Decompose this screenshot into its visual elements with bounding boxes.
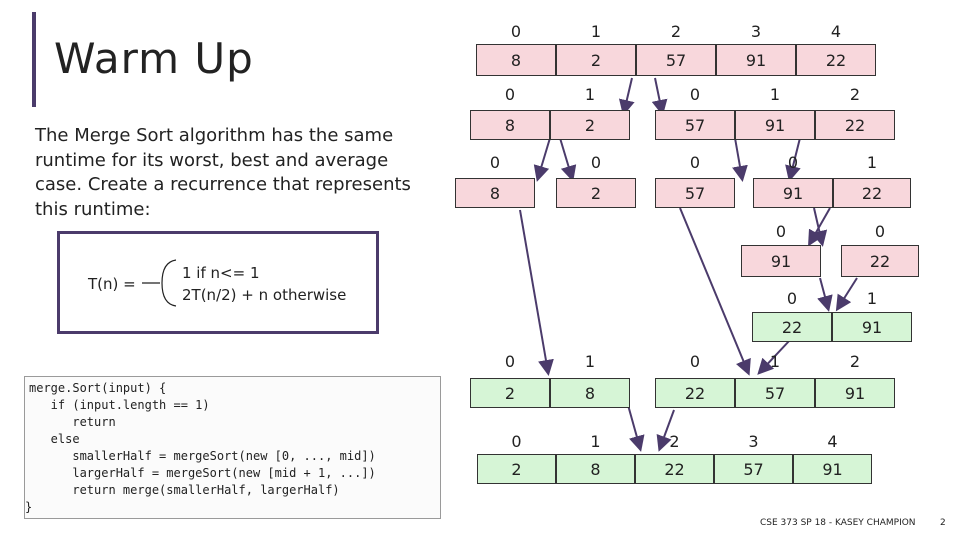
array-cell-final: 91 bbox=[793, 454, 872, 484]
title-accent-bar bbox=[32, 12, 36, 107]
array-cell-merge2_left: 2 bbox=[470, 378, 550, 408]
code-line: largerHalf = mergeSort(new [mid + 1, ...… bbox=[29, 466, 376, 480]
array-index-split3_b: 0 bbox=[874, 222, 886, 241]
array-index-split1_right: 2 bbox=[849, 85, 861, 104]
array-index-initial: 2 bbox=[670, 22, 682, 41]
array-index-split2_d: 0 bbox=[787, 153, 799, 172]
array-cell-split1_right: 91 bbox=[735, 110, 815, 140]
array-index-initial: 4 bbox=[830, 22, 842, 41]
code-line: } bbox=[25, 500, 33, 514]
array-cell-merge2_right: 91 bbox=[815, 378, 895, 408]
footer-credit: CSE 373 SP 18 - KASEY CHAMPION bbox=[760, 518, 916, 528]
problem-description: The Merge Sort algorithm has the same ru… bbox=[35, 125, 411, 220]
recurrence-recursive-case: 2T(n/2) + n otherwise bbox=[182, 286, 347, 304]
array-index-merge2_left: 0 bbox=[504, 352, 516, 371]
array-index-merge1: 0 bbox=[786, 289, 798, 308]
array-index-final: 2 bbox=[669, 432, 680, 451]
code-line: merge.Sort(input) { bbox=[29, 381, 167, 395]
array-cell-merge1: 22 bbox=[752, 312, 832, 342]
array-cell-merge2_right: 22 bbox=[655, 378, 735, 408]
page-number: 2 bbox=[940, 518, 946, 528]
array-index-split2_c: 0 bbox=[689, 153, 701, 172]
array-cell-initial: 22 bbox=[796, 44, 876, 76]
array-cell-split3_b: 22 bbox=[841, 245, 919, 277]
array-cell-split2_a: 8 bbox=[455, 178, 535, 208]
array-cell-split1_right: 22 bbox=[815, 110, 895, 140]
array-index-merge1: 1 bbox=[866, 289, 878, 308]
code-line: else bbox=[29, 432, 80, 446]
array-cell-merge2_right: 57 bbox=[735, 378, 815, 408]
array-index-final: 0 bbox=[511, 432, 522, 451]
array-cell-split2_b: 2 bbox=[556, 178, 636, 208]
array-cell-split1_left: 2 bbox=[550, 110, 630, 140]
array-index-split3_a: 0 bbox=[775, 222, 787, 241]
array-index-split2_a: 0 bbox=[489, 153, 501, 172]
array-index-split1_left: 1 bbox=[584, 85, 596, 104]
code-line: return bbox=[29, 415, 116, 429]
code-block: merge.Sort(input) { if (input.length == … bbox=[24, 376, 441, 519]
array-cell-split2_d: 91 bbox=[753, 178, 833, 208]
array-cell-split2_e: 22 bbox=[833, 178, 911, 208]
array-index-split1_right: 0 bbox=[689, 85, 701, 104]
array-cell-split3_a: 91 bbox=[741, 245, 821, 277]
array-cell-split1_right: 57 bbox=[655, 110, 735, 140]
array-index-initial: 1 bbox=[590, 22, 602, 41]
array-index-split1_left: 0 bbox=[504, 85, 516, 104]
array-cell-initial: 57 bbox=[636, 44, 716, 76]
array-index-initial: 0 bbox=[510, 22, 522, 41]
array-index-split2_b: 0 bbox=[590, 153, 602, 172]
array-cell-initial: 2 bbox=[556, 44, 636, 76]
array-cell-final: 57 bbox=[714, 454, 793, 484]
array-cell-split2_c: 57 bbox=[655, 178, 735, 208]
code-line: smallerHalf = mergeSort(new [0, ..., mid… bbox=[29, 449, 376, 463]
array-cell-split1_left: 8 bbox=[470, 110, 550, 140]
code-line: return merge(smallerHalf, largerHalf) bbox=[29, 483, 340, 497]
array-cell-merge2_left: 8 bbox=[550, 378, 630, 408]
array-index-initial: 3 bbox=[750, 22, 762, 41]
array-index-merge2_right: 2 bbox=[849, 352, 861, 371]
array-index-split2_e: 1 bbox=[866, 153, 878, 172]
array-cell-final: 22 bbox=[635, 454, 714, 484]
array-index-split1_right: 1 bbox=[769, 85, 781, 104]
recurrence-box bbox=[57, 231, 379, 334]
array-index-merge2_right: 0 bbox=[689, 352, 701, 371]
array-index-merge2_left: 1 bbox=[584, 352, 596, 371]
array-cell-merge1: 91 bbox=[832, 312, 912, 342]
recurrence-base-case: 1 if n<= 1 bbox=[182, 264, 260, 282]
array-cell-initial: 91 bbox=[716, 44, 796, 76]
array-index-merge2_right: 1 bbox=[769, 352, 781, 371]
recurrence-lhs: T(n) = bbox=[88, 275, 136, 293]
array-index-final: 1 bbox=[590, 432, 601, 451]
array-cell-final: 8 bbox=[556, 454, 635, 484]
slide-title: Warm Up bbox=[54, 34, 254, 83]
code-line: if (input.length == 1) bbox=[29, 398, 210, 412]
array-cell-initial: 8 bbox=[476, 44, 556, 76]
array-index-final: 4 bbox=[827, 432, 838, 451]
array-cell-final: 2 bbox=[477, 454, 556, 484]
array-index-final: 3 bbox=[748, 432, 759, 451]
